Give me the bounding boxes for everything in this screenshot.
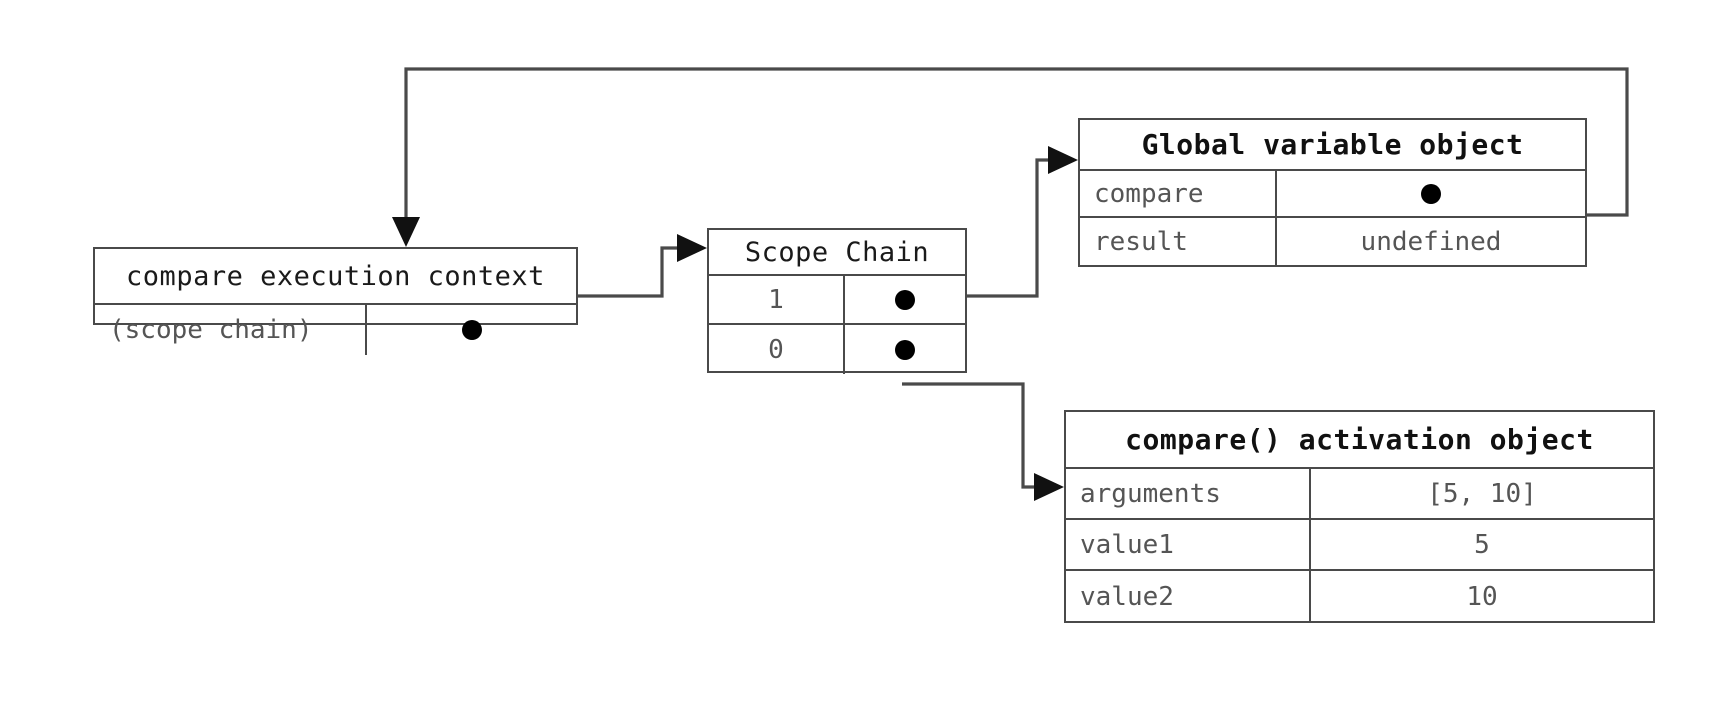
arrowhead-execution-context [392,217,420,247]
table-row: arguments [5, 10] [1066,469,1653,520]
pointer-dot-icon [895,339,915,360]
activation-key-value1: value1 [1066,520,1311,569]
execution-context-key-scope-chain: (scope chain) [95,305,367,355]
scope-chain-box: Scope Chain 1 0 [707,228,967,374]
table-row: compare [1080,171,1585,218]
table-row: (scope chain) [95,305,576,355]
arrowhead-scope-chain [677,234,707,262]
scope-chain-index-0-pointer [845,325,965,374]
scope-chain-index-1: 1 [709,276,845,323]
global-value-result: undefined [1360,226,1502,257]
execution-context-header: compare execution context [95,249,576,305]
scope-chain-header: Scope Chain [709,230,965,276]
global-value-compare-pointer [1277,171,1585,216]
global-key-result: result [1080,218,1277,265]
scope-chain-index-1-pointer [845,276,965,323]
compare-execution-context-box: compare execution context (scope chain) [93,247,578,355]
scope-chain-index-0: 0 [709,325,845,374]
activation-value-value2: 10 [1466,581,1498,612]
global-key-compare: compare [1080,171,1277,216]
activation-value-value1: 5 [1474,529,1490,560]
activation-object-header: compare() activation object [1066,412,1653,469]
global-variable-object-header: Global variable object [1080,120,1585,171]
arrowhead-activation-object [1034,473,1064,501]
table-row: result undefined [1080,218,1585,265]
execution-context-scope-chain-pointer [367,305,576,355]
global-variable-object-box: Global variable object compare result un… [1078,118,1587,267]
activation-object-box: compare() activation object arguments [5… [1064,410,1655,623]
pointer-dot-icon [895,289,915,310]
pointer-dot-icon [1421,183,1441,204]
pointer-dot-icon [461,320,482,340]
arrowhead-global-object [1048,146,1078,174]
table-row: 1 [709,276,965,325]
activation-key-arguments: arguments [1066,469,1311,518]
activation-key-value2: value2 [1066,571,1311,622]
wire-scope0-to-activation [902,382,1047,489]
activation-value-arguments: [5, 10] [1427,478,1537,509]
table-row: 0 [709,325,965,374]
table-row: value1 5 [1066,520,1653,571]
table-row: value2 10 [1066,571,1653,622]
